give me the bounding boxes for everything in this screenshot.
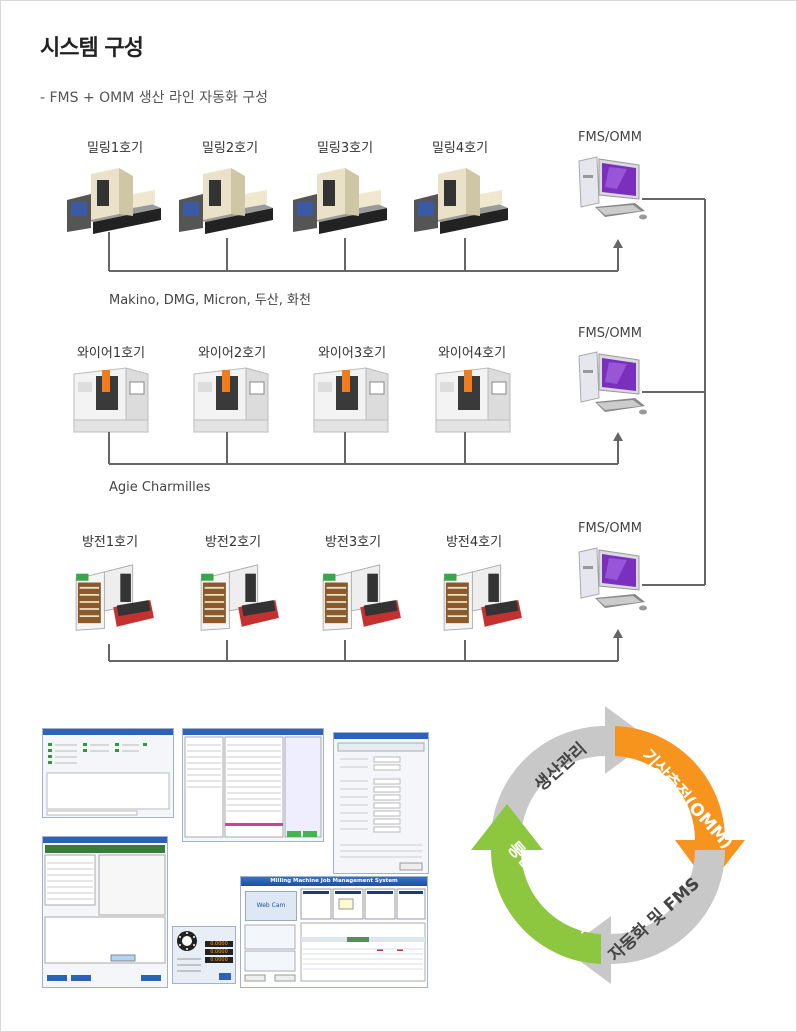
machine-label: 와이어4호기 — [437, 346, 507, 361]
value-display: 0.0000 — [205, 941, 233, 947]
vendor-label: Makino, DMG, Micron, 두산, 화천 — [109, 293, 311, 308]
computer-icon — [578, 351, 647, 415]
computer-icon — [578, 547, 647, 611]
edm-machine-icon — [443, 564, 522, 631]
machine-label: 밀링4호기 — [431, 141, 489, 156]
wire-edm-machine-icon — [73, 367, 149, 433]
machine-label: 방전4호기 — [445, 535, 503, 550]
vendor-label: Agie Charmilles — [109, 480, 211, 495]
software-screenshot: Milling Machine Job Management System We… — [240, 876, 428, 988]
wire-edm-machine-icon — [313, 367, 389, 433]
machine-label: 와이어1호기 — [76, 346, 146, 361]
software-screenshot — [333, 732, 429, 874]
machine-label: 밀링2호기 — [201, 141, 259, 156]
software-screenshot — [42, 836, 168, 988]
machine-label: 방전2호기 — [204, 535, 262, 550]
software-screenshot: 0.0000 0.0000 0.0000 — [172, 926, 236, 984]
stage-arrow — [565, 850, 725, 984]
connection-lines — [108, 198, 706, 662]
milling-machine-icon — [179, 168, 273, 234]
stage-arrow — [491, 706, 651, 840]
stage-arrow — [471, 804, 601, 964]
value-display: 0.0000 — [205, 949, 233, 955]
wire-edm-machine-icon — [435, 367, 511, 433]
value-display: 0.0000 — [205, 957, 233, 963]
milling-machine-icon — [414, 168, 508, 234]
fms-label: FMS/OMM — [578, 130, 642, 145]
edm-machine-icon — [322, 564, 401, 631]
fms-label: FMS/OMM — [578, 326, 642, 341]
window-title: Milling Machine Job Management System — [241, 877, 427, 886]
software-screenshot — [42, 728, 174, 818]
web-cam-panel: Web Cam — [245, 891, 297, 921]
machine-label: 방전1호기 — [81, 535, 139, 550]
software-screenshot — [182, 728, 324, 842]
machine-label: 와이어2호기 — [197, 346, 267, 361]
page-subtitle: - FMS + OMM 생산 라인 자동화 구성 — [40, 90, 269, 106]
fms-label: FMS/OMM — [578, 521, 642, 536]
page-title: 시스템 구성 — [40, 36, 144, 61]
machine-label: 와이어3호기 — [317, 346, 387, 361]
process-cycle-diagram: 생산관리 기상측정(OMM) 자동화 및 FMS 통합시스템 연계 — [471, 706, 745, 984]
stage-arrow — [615, 726, 745, 886]
edm-machine-icon — [200, 564, 279, 631]
milling-machine-icon — [67, 168, 161, 234]
machine-label: 방전3호기 — [324, 535, 382, 550]
machine-label: 밀링1호기 — [86, 141, 144, 156]
wire-edm-machine-icon — [193, 367, 269, 433]
milling-machine-icon — [293, 168, 387, 234]
edm-machine-icon — [75, 564, 154, 631]
computer-icon — [578, 156, 647, 220]
machine-label: 밀링3호기 — [316, 141, 374, 156]
